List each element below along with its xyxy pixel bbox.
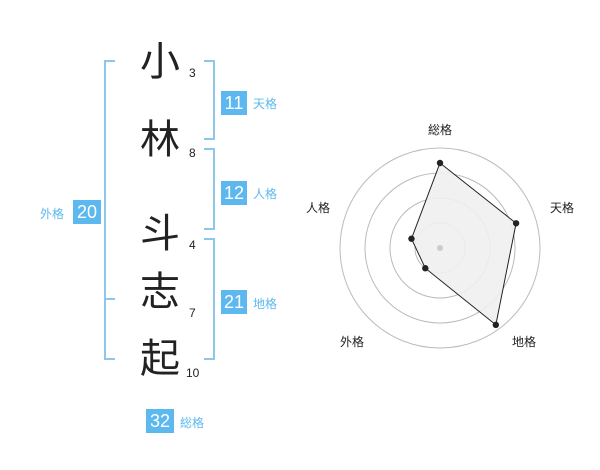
gaikaku-value-badge: 20 bbox=[73, 200, 101, 224]
tenkaku-label: 天格 bbox=[253, 97, 278, 111]
name-char-2: 林 bbox=[140, 117, 180, 163]
jinkaku-bracket bbox=[204, 148, 215, 230]
stroke-count-3: 4 bbox=[189, 238, 196, 252]
chikaku-label: 地格 bbox=[253, 297, 278, 311]
tenkaku-value-badge: 11 bbox=[221, 91, 247, 115]
gaikaku-label: 外格 bbox=[40, 207, 65, 221]
radar-data-polygon bbox=[410, 162, 517, 326]
radar-point-2 bbox=[492, 321, 500, 329]
tenkaku-bracket bbox=[204, 60, 215, 140]
radar-point-0 bbox=[436, 159, 444, 167]
chikaku-value-badge: 21 bbox=[221, 290, 247, 314]
radar-axis-label-tenkaku: 天格 bbox=[550, 200, 574, 215]
soukaku-label: 総格 bbox=[180, 416, 205, 430]
stroke-count-1: 3 bbox=[189, 66, 196, 80]
name-char-5: 起 bbox=[140, 336, 180, 382]
chikaku-bracket bbox=[204, 238, 215, 360]
radar-data-points bbox=[408, 159, 520, 329]
gaikaku-bracket bbox=[104, 60, 115, 360]
soukaku-value-badge: 32 bbox=[146, 409, 174, 433]
stroke-count-5: 10 bbox=[186, 366, 200, 380]
radar-point-3 bbox=[422, 265, 429, 272]
jinkaku-value-badge: 12 bbox=[221, 181, 247, 205]
radar-point-1 bbox=[512, 220, 520, 227]
radar-axis-label-jinkaku: 人格 bbox=[306, 200, 330, 215]
radar-axis-label-soukaku: 総格 bbox=[428, 122, 452, 137]
stroke-count-2: 8 bbox=[189, 146, 196, 160]
fortune-radar-chart: 総格 天格 地格 外格 人格 bbox=[306, 122, 574, 349]
name-char-3: 斗 bbox=[140, 211, 180, 257]
radar-center-dot bbox=[437, 245, 443, 251]
stroke-count-4: 7 bbox=[189, 306, 196, 320]
jinkaku-label: 人格 bbox=[253, 187, 278, 201]
name-char-1: 小 bbox=[140, 39, 180, 85]
radar-axis-label-chikaku: 地格 bbox=[512, 334, 536, 349]
radar-ring-4 bbox=[339, 147, 541, 349]
radar-point-4 bbox=[408, 235, 415, 242]
gaikaku-bracket-tick bbox=[104, 298, 115, 300]
name-char-4: 志 bbox=[140, 269, 180, 315]
radar-axis-label-gaikaku: 外格 bbox=[340, 334, 364, 349]
